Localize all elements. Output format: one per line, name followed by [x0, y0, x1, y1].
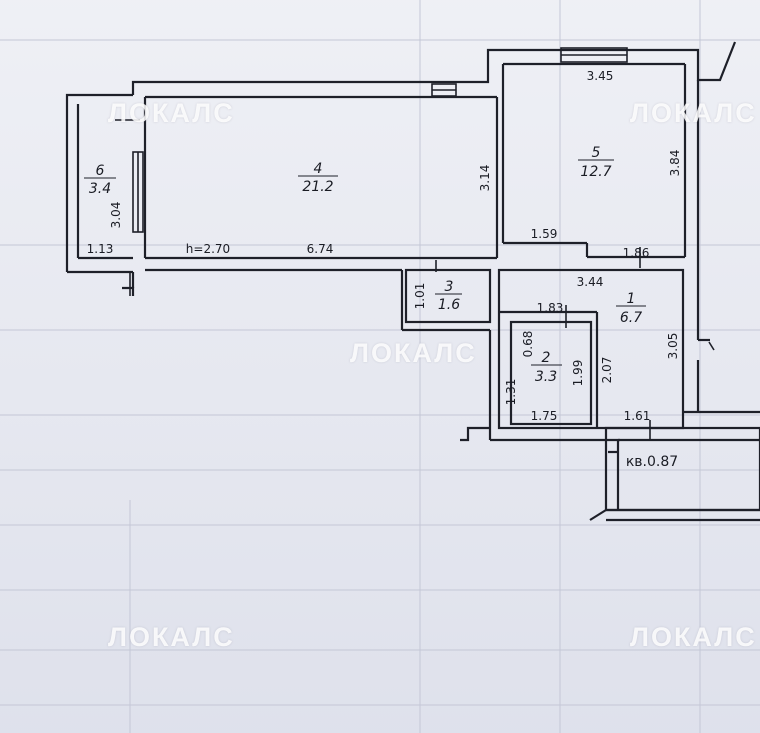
- dim-room-1-left: 2.07: [600, 357, 614, 384]
- dim-room-5-top: 3.45: [587, 69, 614, 83]
- dim-room-2-bottom: 1.75: [531, 409, 558, 423]
- watermark-top-right: ЛОКАЛС: [630, 98, 757, 128]
- dim-room-3-left: 1.01: [413, 283, 427, 310]
- room-5-number: 5: [592, 145, 601, 161]
- watermark-bottom-left: ЛОКАЛС: [108, 622, 235, 652]
- dim-corridor: 1.83: [537, 301, 564, 315]
- dim-room-1-right: 3.05: [666, 333, 680, 360]
- watermark-bottom-right: ЛОКАЛС: [630, 622, 757, 652]
- ceiling-height: h=2.70: [186, 242, 230, 256]
- dim-room-2-right: 1.99: [571, 360, 585, 387]
- room-5-area: 12.7: [580, 164, 611, 180]
- room-3-area: 1.6: [438, 297, 460, 313]
- room-6-number: 6: [96, 163, 105, 179]
- room-1-number: 1: [627, 291, 636, 307]
- dim-room-6-right: 3.04: [109, 202, 123, 229]
- wall-room-6: [65, 93, 133, 272]
- room-4-area: 21.2: [302, 179, 333, 195]
- room-3-number: 3: [445, 279, 454, 295]
- wall-room-2: [509, 320, 593, 426]
- dim-room-5-right: 3.84: [668, 150, 682, 177]
- watermark-center: ЛОКАЛС: [350, 338, 477, 368]
- room-2-number: 2: [542, 350, 551, 366]
- dim-room-5-bottom-right: 1.86: [623, 246, 650, 260]
- dim-room-4-bottom: 6.74: [307, 242, 334, 256]
- dim-room-2-top: 0.68: [521, 331, 535, 358]
- room-2-area: 3.3: [535, 369, 557, 385]
- dim-room-1-top: 3.44: [577, 275, 604, 289]
- room-6-area: 3.4: [89, 181, 111, 197]
- room-4-number: 4: [314, 161, 323, 177]
- balcony-label: кв.0.87: [626, 454, 678, 470]
- dim-room-1-bottom: 1.61: [624, 409, 651, 423]
- room-1-area: 6.7: [620, 310, 642, 326]
- wall-room-4-outer: [131, 48, 503, 95]
- watermark-top-left: ЛОКАЛС: [108, 98, 235, 128]
- wall-room-1: [497, 268, 685, 430]
- dim-room-6-bottom: 1.13: [87, 242, 114, 256]
- wall-room-3: [404, 268, 492, 324]
- dim-room-2-left: 1.31: [504, 379, 518, 406]
- dim-room-5-bottom-left: 1.59: [531, 227, 558, 241]
- dim-room-4-right: 3.14: [478, 165, 492, 192]
